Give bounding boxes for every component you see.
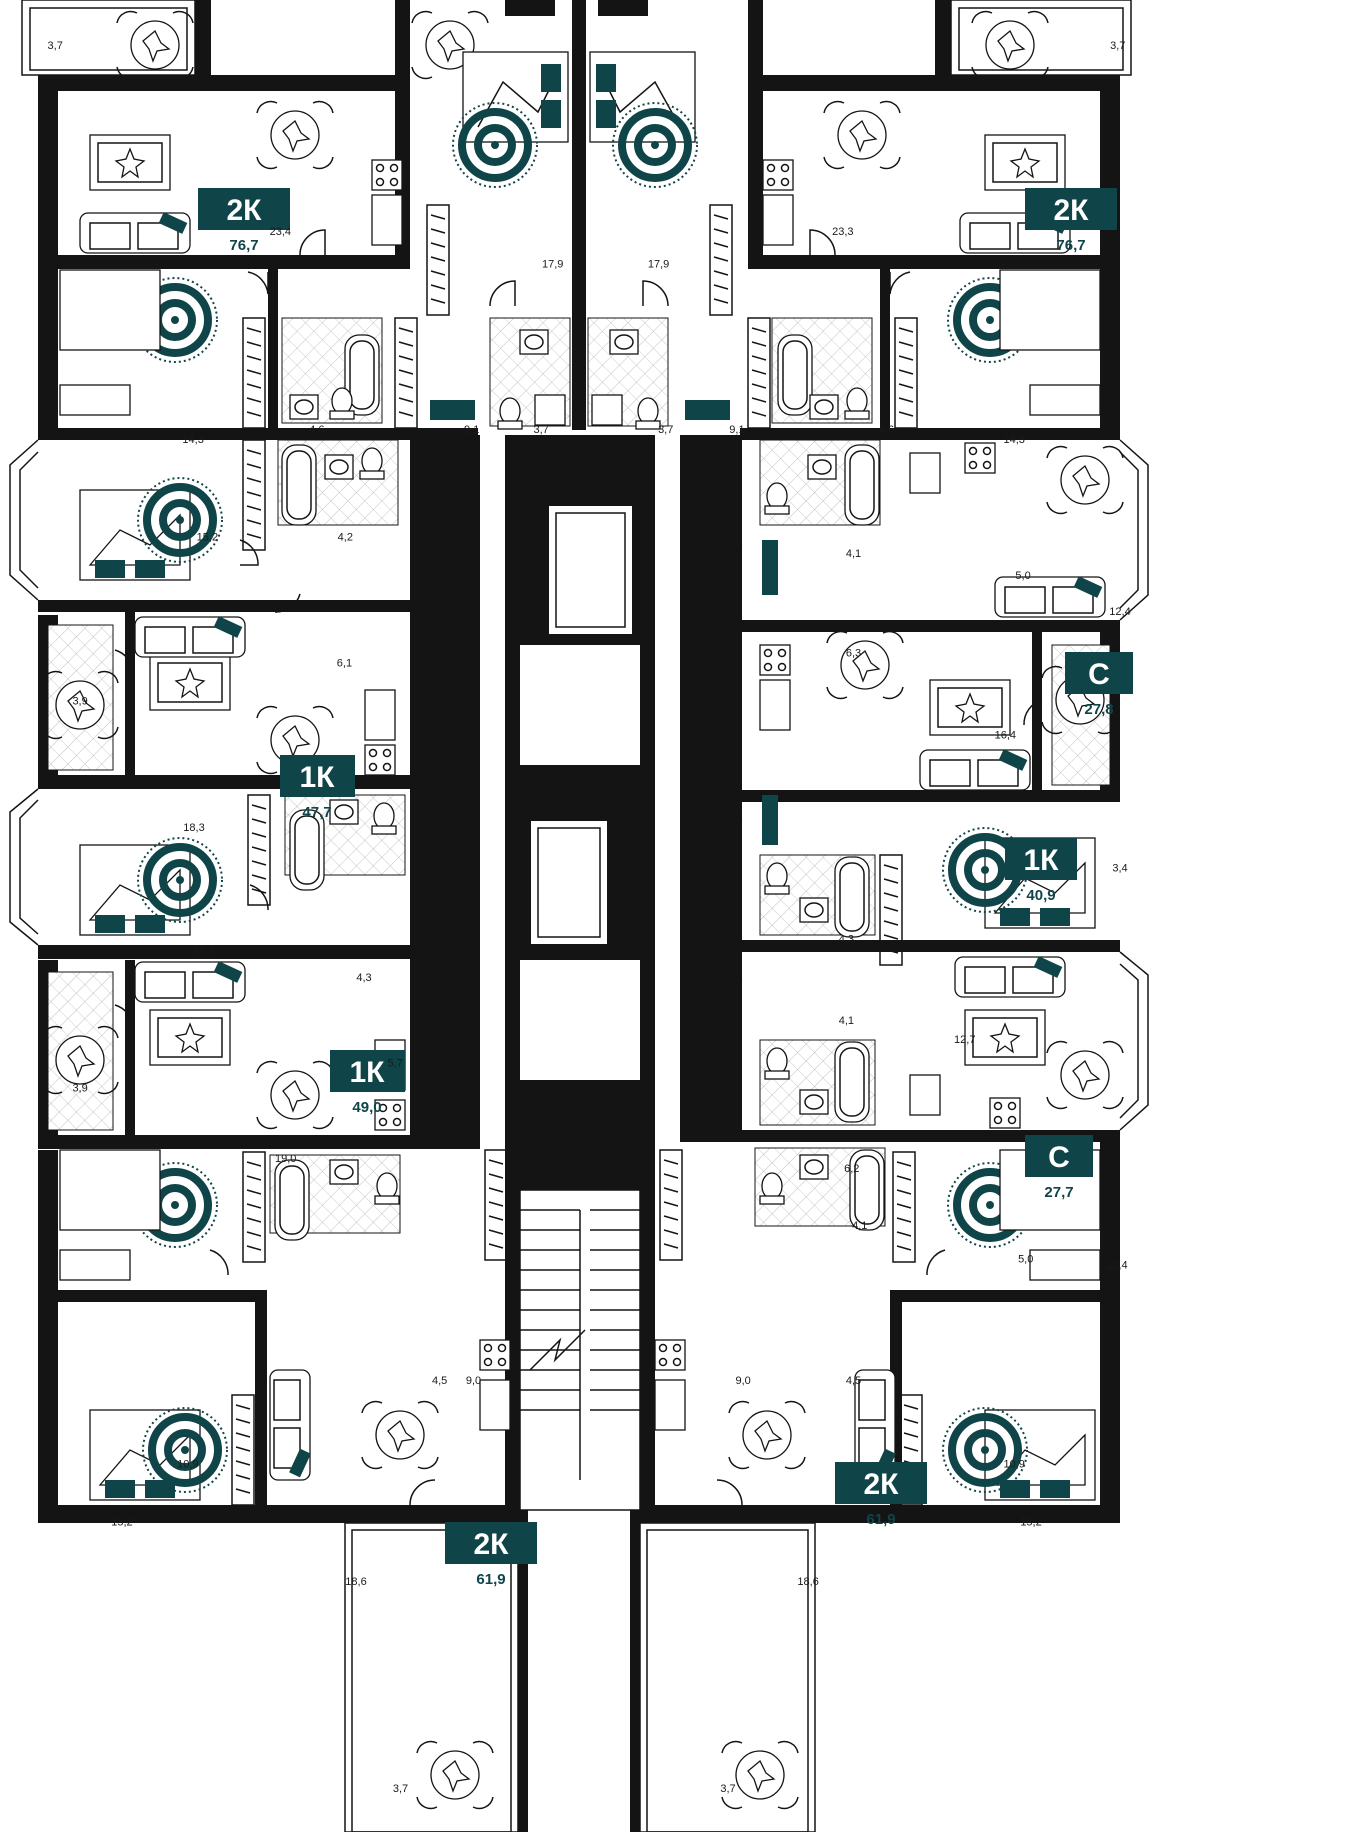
apartment-badge: 1К 40,9 bbox=[1005, 838, 1077, 904]
apartment-type: 2К bbox=[474, 1528, 510, 1561]
room-area: 9,0 bbox=[736, 1375, 751, 1387]
room-area: 23,4 bbox=[270, 226, 291, 238]
room-area: 16,4 bbox=[995, 729, 1016, 741]
room-area: 3,9 bbox=[72, 1083, 87, 1095]
room-area: 4,1 bbox=[852, 1220, 867, 1232]
room-area: 4,2 bbox=[338, 531, 353, 543]
room-area: 9,0 bbox=[466, 1375, 481, 1387]
room-area: 6,2 bbox=[844, 1163, 859, 1175]
room-area: 3,7 bbox=[48, 40, 63, 52]
room-area: 23,3 bbox=[832, 226, 853, 238]
bay-windows bbox=[9, 439, 1149, 1131]
apartment-area: 49,0 bbox=[352, 1099, 381, 1116]
room-area: 4,6 bbox=[879, 424, 894, 436]
room-area: 4,6 bbox=[309, 424, 324, 436]
room-area: 10,9 bbox=[177, 1459, 198, 1471]
room-area: 12,4 bbox=[1106, 1260, 1127, 1272]
room-area: 4,1 bbox=[839, 1015, 854, 1027]
furniture bbox=[41, 10, 1124, 1810]
room-area: 16,1 bbox=[193, 944, 214, 956]
apartment-badges: 2К 76,7 2К 76,7 1К 47,7 С 27,8 1К 40,9 1… bbox=[198, 188, 1133, 1588]
core-details bbox=[519, 504, 641, 1511]
room-area: 5,0 bbox=[1015, 570, 1030, 582]
apartment-badge: 2К 61,9 bbox=[445, 1522, 537, 1588]
apartment-area: 27,7 bbox=[1044, 1184, 1073, 1201]
room-area: 18,6 bbox=[345, 1576, 366, 1588]
apartment-badge: С 27,7 bbox=[1025, 1135, 1093, 1201]
room-area: 14,3 bbox=[182, 434, 203, 446]
room-area: 15,2 bbox=[197, 531, 218, 543]
apartment-area: 61,9 bbox=[866, 1511, 895, 1528]
room-area: 6,1 bbox=[337, 658, 352, 670]
room-area: 3,9 bbox=[72, 695, 87, 707]
apartment-area: 76,7 bbox=[229, 237, 258, 254]
room-area: 17,9 bbox=[542, 259, 563, 271]
walls bbox=[38, 0, 1120, 1832]
apartment-badge: 1К 47,7 bbox=[280, 755, 355, 821]
room-area: 4,5 bbox=[432, 1375, 447, 1387]
apartment-area: 61,9 bbox=[476, 1571, 505, 1588]
doors bbox=[114, 229, 1043, 1506]
apartment-type: 2К bbox=[227, 194, 263, 227]
room-area: 12,4 bbox=[1109, 606, 1130, 618]
room-area: 9,1 bbox=[729, 424, 744, 436]
room-area: 4,1 bbox=[846, 548, 861, 560]
room-area: 5,0 bbox=[1018, 1254, 1033, 1266]
apartment-area: 40,9 bbox=[1026, 887, 1055, 904]
room-area: 4,3 bbox=[839, 933, 854, 945]
apartment-type: С bbox=[1088, 658, 1110, 691]
room-area: 5,7 bbox=[388, 1058, 403, 1070]
apartment-area: 27,8 bbox=[1084, 701, 1113, 718]
room-area: 18,3 bbox=[183, 822, 204, 834]
apartment-area: 47,7 bbox=[302, 804, 331, 821]
room-area: 3,7 bbox=[393, 1783, 408, 1795]
room-area: 18,6 bbox=[797, 1576, 818, 1588]
room-area: 3,7 bbox=[533, 424, 548, 436]
apartment-type: 2К bbox=[1054, 194, 1090, 227]
apartment-type: 1К bbox=[350, 1056, 386, 1089]
apartment-badge: 1К 49,0 bbox=[330, 1050, 405, 1116]
room-area: 17,9 bbox=[648, 259, 669, 271]
apartment-badge: 2К 61,9 bbox=[835, 1462, 927, 1528]
room-area: 3,7 bbox=[720, 1783, 735, 1795]
room-area: 14,3 bbox=[1003, 434, 1024, 446]
room-area: 15,2 bbox=[1020, 1516, 1041, 1528]
apartment-area: 76,7 bbox=[1056, 237, 1085, 254]
apartment-type: 1К bbox=[300, 761, 336, 794]
room-area: 3,4 bbox=[1112, 863, 1127, 875]
room-area: 4,5 bbox=[846, 1375, 861, 1387]
room-labels: 3,7 3,7 23,4 23,3 17,9 17,9 14,3 14,3 4,… bbox=[48, 40, 1131, 1795]
apartment-badge: С 27,8 bbox=[1065, 652, 1133, 718]
room-area: 15,2 bbox=[111, 1516, 132, 1528]
apartment-type: 2К bbox=[864, 1468, 900, 1501]
room-area: 3,7 bbox=[1110, 40, 1125, 52]
apartment-badge: 2К 76,7 bbox=[1025, 188, 1117, 254]
apartment-type: С bbox=[1048, 1141, 1070, 1174]
room-area: 10,9 bbox=[1003, 1459, 1024, 1471]
room-area: 9,1 bbox=[464, 424, 479, 436]
room-area: 19,0 bbox=[275, 1153, 296, 1165]
apartment-badge: 2К 76,7 bbox=[198, 188, 290, 254]
apartment-type: 1К bbox=[1024, 844, 1060, 877]
room-area: 3,7 bbox=[658, 424, 673, 436]
room-area: 12,7 bbox=[954, 1034, 975, 1046]
room-area: 6,3 bbox=[846, 648, 861, 660]
room-area: 4,3 bbox=[356, 972, 371, 984]
